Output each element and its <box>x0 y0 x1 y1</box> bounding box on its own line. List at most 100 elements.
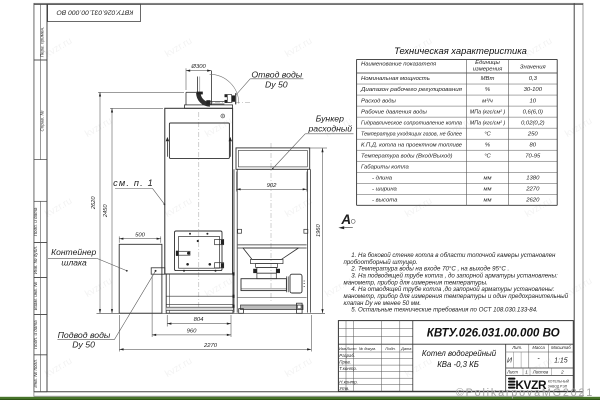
svg-text:Техническая характеристика: Техническая характеристика <box>394 45 527 56</box>
svg-text:Лист: Лист <box>506 370 518 375</box>
svg-text:шлака: шлака <box>61 258 87 268</box>
svg-text:1380: 1380 <box>526 175 540 181</box>
svg-text:- высота: - высота <box>372 198 398 204</box>
svg-text:2270: 2270 <box>203 343 218 349</box>
svg-text:Бункер: Бункер <box>316 114 345 124</box>
svg-text:500: 500 <box>135 232 146 238</box>
svg-text:Габариты котла: Габариты котла <box>361 164 409 170</box>
svg-text:KVZR: KVZR <box>515 378 547 392</box>
svg-text:%: % <box>485 87 490 93</box>
svg-text:И: И <box>507 358 513 365</box>
svg-text:Подп. и дата: Подп. и дата <box>33 320 38 349</box>
svg-text:манометр, прибор для измерения: манометр, прибор для измерения температу… <box>344 293 569 300</box>
svg-text:5. Остальные технические треб: 5. Остальные технические требования по О… <box>351 307 538 314</box>
svg-text:804: 804 <box>194 317 205 323</box>
svg-text:Dу 50: Dу 50 <box>72 340 95 350</box>
svg-text:Рабочие давления воды: Рабочие давления воды <box>361 109 428 115</box>
svg-text:Подп.: Подп. <box>385 346 395 351</box>
svg-text:Ø300: Ø300 <box>190 64 206 70</box>
svg-text:м³/ч: м³/ч <box>482 98 493 104</box>
svg-text:Подп. и дата: Подп. и дата <box>33 207 38 236</box>
svg-text:КОТЕЛЬНЫЙ: КОТЕЛЬНЫЙ <box>548 379 570 383</box>
svg-text:10: 10 <box>530 98 537 104</box>
svg-text:А: А <box>340 212 351 227</box>
svg-text:см. п. 1: см. п. 1 <box>113 178 154 188</box>
svg-text:2. Температура воды на входе: 2. Температура воды на входе 70°С , на в… <box>350 266 509 273</box>
svg-text:Листов: Листов <box>532 370 549 375</box>
svg-text:4. На отводящей трубе котла ,: 4. На отводящей трубе котла ,до запорной… <box>351 286 554 293</box>
svg-text:Температура уходящих газов, не: Температура уходящих газов, не более <box>361 131 463 137</box>
svg-text:КВТУ.026.031.00.000 ВО: КВТУ.026.031.00.000 ВО <box>56 8 133 15</box>
svg-text:Расход воды: Расход воды <box>361 98 397 104</box>
svg-text:1. На боковой стенке котла в: 1. На боковой стенке котла в области топ… <box>351 252 556 259</box>
svg-text:Дата: Дата <box>400 346 412 351</box>
svg-text:клапан Dу не менее 50 мм.: клапан Dу не менее 50 мм. <box>344 300 422 307</box>
svg-text:3. На подводящей трубе котла: 3. На подводящей трубе котла , до запорн… <box>351 272 558 279</box>
svg-text:0,6(6,0): 0,6(6,0) <box>523 109 543 115</box>
svg-text:Гидравлическое сопротивление к: Гидравлическое сопротивление котла <box>361 120 463 126</box>
svg-text:Масштаб: Масштаб <box>551 345 571 350</box>
svg-text:Взам. инв. №: Взам. инв. № <box>33 282 38 310</box>
svg-text:Номинальная мощность: Номинальная мощность <box>361 76 430 82</box>
svg-text:Инв. № дубл.: Инв. № дубл. <box>33 246 38 274</box>
svg-text:Изм.: Изм. <box>339 346 347 351</box>
svg-text:-: - <box>537 356 540 363</box>
svg-text:Отвод воды: Отвод воды <box>251 70 302 80</box>
svg-text:МВт: МВт <box>481 76 495 82</box>
svg-text:Лит.: Лит. <box>511 345 522 350</box>
svg-text:70-95: 70-95 <box>525 153 541 159</box>
svg-text:Подвод воды: Подвод воды <box>58 330 111 340</box>
svg-text:К.П.Д. котла на проектном топл: К.П.Д. котла на проектном топливе <box>361 142 463 148</box>
svg-text:Единицы: Единицы <box>475 60 500 66</box>
svg-text:мм: мм <box>483 175 491 181</box>
svg-text:расходный: расходный <box>307 124 352 134</box>
svg-text:Справ. №: Справ. № <box>40 111 45 132</box>
svg-text:мм: мм <box>483 198 491 204</box>
svg-text:Значения: Значения <box>520 65 547 71</box>
svg-text:Утв.: Утв. <box>339 386 349 391</box>
svg-text:Температура воды (Вход/Выход): Температура воды (Вход/Выход) <box>361 153 452 159</box>
svg-text:манометр, прибор для измерения: манометр, прибор для измерения температу… <box>344 279 488 286</box>
svg-text:2450: 2450 <box>103 204 109 218</box>
svg-text:1960: 1960 <box>316 224 322 237</box>
svg-text:Разраб.: Разраб. <box>339 353 355 358</box>
svg-text:Т.контр.: Т.контр. <box>339 366 357 371</box>
svg-text:Контейнер: Контейнер <box>51 247 96 257</box>
svg-text:%: % <box>485 142 490 148</box>
svg-text:2620: 2620 <box>91 196 97 210</box>
svg-text:- длина: - длина <box>372 175 393 181</box>
svg-text:Наименование показателя: Наименование показателя <box>361 62 437 68</box>
svg-text:2620: 2620 <box>525 198 540 204</box>
svg-text:Н.контр.: Н.контр. <box>339 379 358 384</box>
svg-text:80: 80 <box>530 142 537 148</box>
svg-text:30-100: 30-100 <box>524 87 543 93</box>
svg-text:Котел водогрейный: Котел водогрейный <box>422 349 497 358</box>
svg-text:2: 2 <box>560 370 564 375</box>
svg-text:Dу 50: Dу 50 <box>265 79 288 89</box>
svg-text:Пров.: Пров. <box>339 360 351 365</box>
svg-text:902: 902 <box>267 183 278 189</box>
svg-text:Масса: Масса <box>532 345 545 350</box>
svg-text:пробоотборный штуцер.: пробоотборный штуцер. <box>344 259 418 266</box>
svg-text:- ширина: - ширина <box>372 187 398 193</box>
svg-text:Инв. № подл.: Инв. № подл. <box>33 359 38 388</box>
svg-text:1: 1 <box>525 370 528 375</box>
svg-text:1:15: 1:15 <box>554 358 568 365</box>
svg-text:мм: мм <box>483 187 491 193</box>
svg-text:№ докум.: № докум. <box>359 346 376 351</box>
svg-text:0,3: 0,3 <box>529 76 538 82</box>
svg-text:°С: °С <box>484 153 491 159</box>
svg-text:©PolikarpovaMG2021: ©PolikarpovaMG2021 <box>456 387 594 399</box>
svg-text:0,02(0,2): 0,02(0,2) <box>521 120 545 126</box>
svg-text:МПа (кгс/см² ): МПа (кгс/см² ) <box>470 109 506 115</box>
svg-text:Лист: Лист <box>346 346 358 351</box>
svg-text:250: 250 <box>527 131 539 137</box>
svg-text:КВа -0,3 КБ: КВа -0,3 КБ <box>437 360 479 369</box>
svg-text:Диапазон рабочего регулировани: Диапазон рабочего регулирования <box>360 87 463 93</box>
svg-text:2270: 2270 <box>525 187 540 193</box>
svg-text:ЗАВОД РЭП: ЗАВОД РЭП <box>548 384 568 388</box>
svg-text:измерения: измерения <box>473 67 503 73</box>
svg-text:°С: °С <box>484 131 491 137</box>
svg-text:Перв. примен.: Перв. примен. <box>40 27 45 58</box>
svg-text:МПа (кгс/см² ): МПа (кгс/см² ) <box>470 120 506 126</box>
